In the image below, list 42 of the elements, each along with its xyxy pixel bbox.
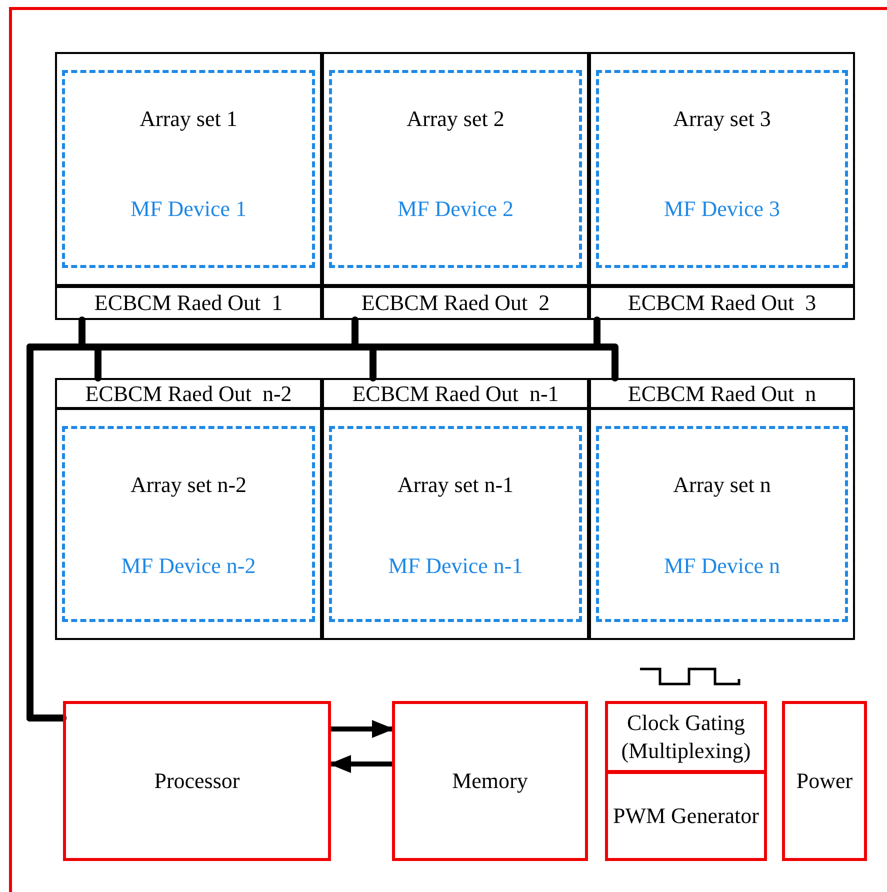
array-label: Array set 1 [138, 105, 238, 133]
block-label: Clock Gating (Multiplexing) [620, 709, 752, 765]
readout-box [322, 286, 589, 320]
array-label: Array set 2 [406, 105, 506, 133]
readout-label: ECBCM Raed Out 1 [93, 289, 284, 317]
readout-box [322, 378, 589, 409]
device-label: MF Device 2 [396, 195, 515, 223]
array-cell [589, 408, 855, 640]
readout-label: ECBCM Raed Out 2 [360, 289, 551, 317]
array-cell [55, 52, 322, 286]
readout-box [589, 378, 855, 409]
array-cell [322, 52, 589, 286]
block-label: Memory [451, 767, 529, 795]
array-label: Array set n-2 [129, 471, 248, 499]
array-cell [55, 408, 322, 640]
device-label: MF Device n-1 [387, 552, 524, 580]
array-label: Array set n-1 [396, 471, 515, 499]
array-label: Array set n [672, 471, 772, 499]
clock-gating-box [605, 701, 767, 773]
block-label: Power [795, 767, 854, 795]
device-label: MF Device 3 [662, 195, 782, 223]
arrow [328, 720, 394, 738]
arrow [328, 755, 394, 773]
block-label: PWM Generator [612, 802, 760, 830]
device-label: MF Device 1 [129, 195, 248, 223]
pwm-generator-box [605, 771, 767, 861]
readout-label: ECBCM Raed Out n [626, 380, 818, 408]
readout-box [55, 378, 322, 409]
readout-label: ECBCM Raed Out n-1 [351, 380, 560, 408]
readout-box [589, 286, 855, 320]
memory-box [392, 701, 588, 861]
device-label: MF Device n [662, 552, 782, 580]
readout-label: ECBCM Raed Out n-2 [84, 380, 293, 408]
array-cell [322, 408, 589, 640]
readout-box [55, 286, 322, 320]
readout-label: ECBCM Raed Out 3 [626, 289, 818, 317]
processor-box [63, 701, 331, 861]
device-label: MF Device n-2 [120, 552, 257, 580]
array-cell [589, 52, 855, 286]
array-label: Array set 3 [672, 105, 772, 133]
power-box [782, 701, 867, 861]
block-label: Processor [153, 767, 241, 795]
